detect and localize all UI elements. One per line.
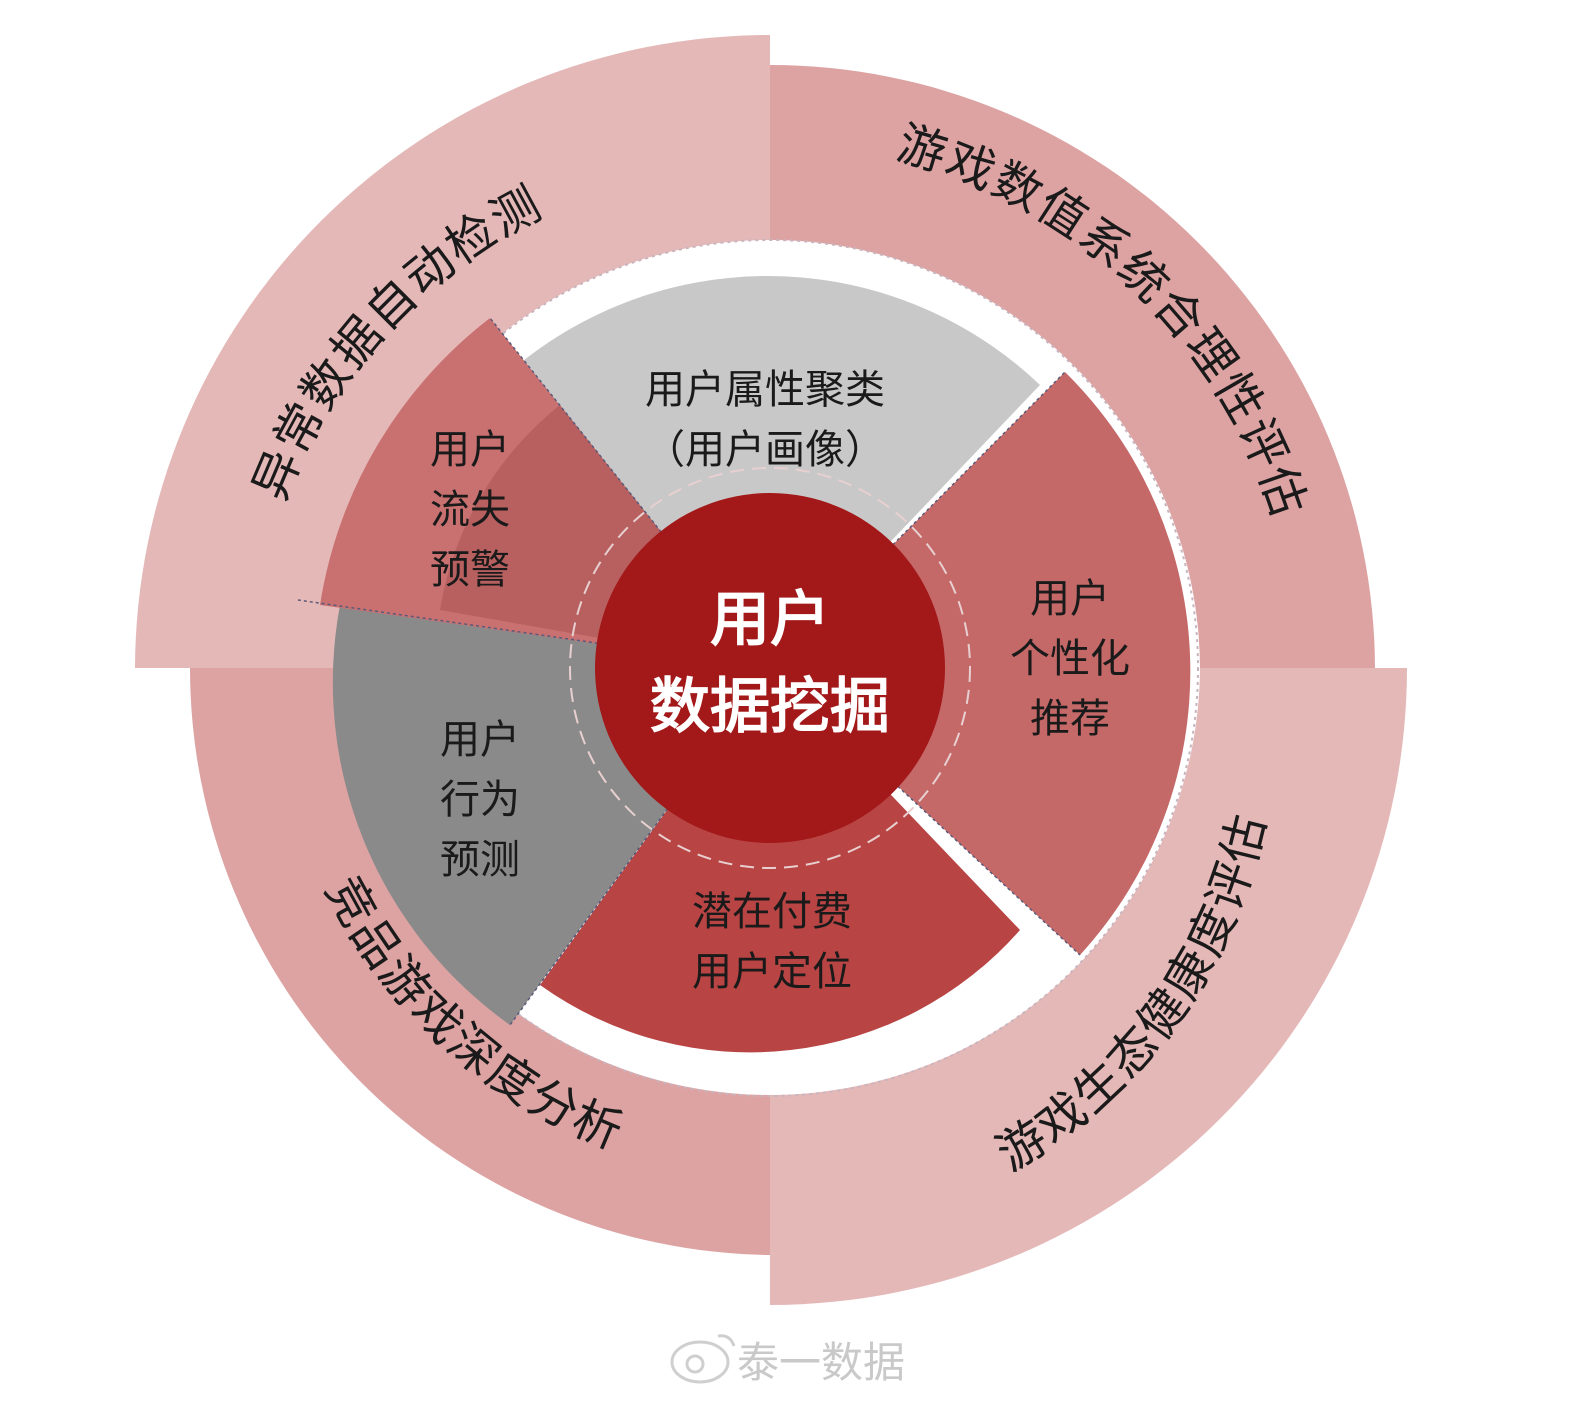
- sector-top-line-2: （用户画像）: [645, 427, 885, 473]
- center-dashed-guide: [569, 467, 971, 869]
- sector-top-line-1: 用户属性聚类: [645, 367, 885, 413]
- divider-upper-right: [769, 371, 1066, 669]
- sector-bottom-line-1: 潜在付费: [692, 889, 852, 935]
- sector-top: [490, 276, 1040, 668]
- center-line-2: 数据挖掘: [650, 672, 890, 742]
- sector-right-line-1: 用户: [1030, 576, 1110, 622]
- outer-quadrant-bottom-left: [189, 668, 770, 1255]
- outer-quadrant-bottom-right: [770, 668, 1407, 1305]
- center-circle: [595, 493, 945, 843]
- divider-lower-right: [769, 667, 1081, 956]
- sector-bottom: [540, 668, 1020, 1053]
- sector-upper-left-line-2: 流失: [430, 487, 510, 533]
- watermark: 泰一数据: [670, 1334, 905, 1387]
- sector-right-line-2: 个性化: [1010, 636, 1130, 682]
- center-line-1: 用户: [710, 585, 830, 655]
- sector-left-line-3: 预测: [440, 837, 520, 883]
- weibo-logo-icon: [670, 1334, 736, 1384]
- sector-right-line-3: 推荐: [1030, 696, 1110, 742]
- watermark-text: 泰一数据: [737, 1338, 905, 1387]
- sector-upper-left-line-1: 用户: [430, 427, 510, 473]
- sector-bottom-line-2: 用户定位: [692, 949, 852, 995]
- outer-quadrant-top-right: [770, 65, 1375, 668]
- sector-upper-left-line-3: 预警: [430, 547, 510, 593]
- sector-right: [770, 372, 1191, 955]
- sector-left-line-1: 用户: [440, 717, 520, 763]
- sector-left-line-2: 行为: [440, 777, 520, 823]
